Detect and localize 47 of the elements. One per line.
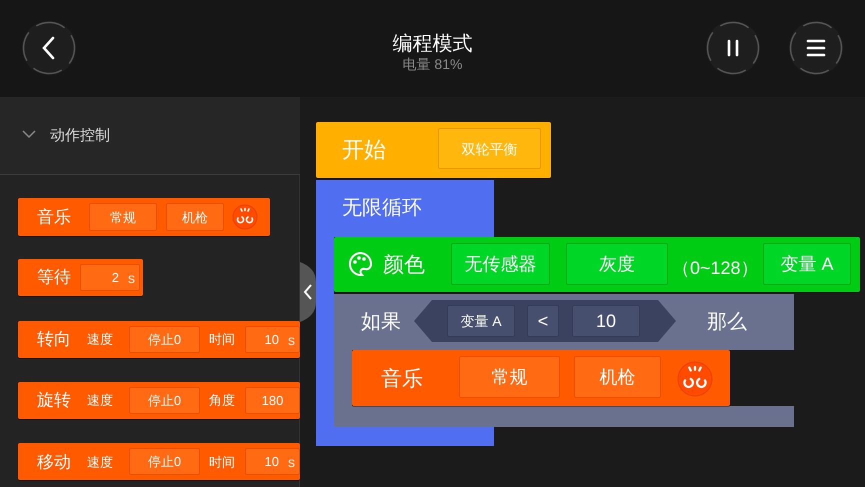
code-block xyxy=(18,198,270,236)
value-field: 常规 xyxy=(89,203,157,231)
parameter-label: 时间 xyxy=(209,332,235,346)
block-label: 音乐 xyxy=(37,208,71,226)
block-label: 如果 xyxy=(361,312,401,332)
category-title: 动作控制 xyxy=(50,126,110,145)
value-field: 灰度 xyxy=(566,243,668,285)
parameter-label: （0~128） xyxy=(672,259,759,277)
value-field: 无传感器 xyxy=(451,243,550,285)
code-block xyxy=(18,382,300,419)
value-field: 10 s xyxy=(245,326,300,353)
value-field: 变量 A xyxy=(447,305,515,337)
screen-title: 编程模式 xyxy=(392,32,474,57)
code-block xyxy=(18,443,300,480)
code-block xyxy=(334,237,860,292)
block-label: 无限循环 xyxy=(342,198,422,218)
block-label: 开始 xyxy=(342,139,386,161)
value-field: 机枪 xyxy=(166,203,224,231)
value-field: 机枪 xyxy=(574,356,661,398)
value-field: 10 xyxy=(572,305,640,337)
value-field: 双轮平衡 xyxy=(438,128,541,169)
block-label: 移动 xyxy=(37,454,71,470)
code-block xyxy=(18,259,143,296)
parameter-label: 速度 xyxy=(87,332,113,346)
value-field: 180 xyxy=(245,387,300,414)
value-field: 常规 xyxy=(459,356,560,398)
value-field: 停止0 xyxy=(129,387,200,414)
battery-status: 电量 81% xyxy=(402,56,464,74)
value-field: 变量 A xyxy=(763,243,851,285)
value-field: < xyxy=(527,305,559,337)
code-block xyxy=(352,350,730,406)
value-field: 停止0 xyxy=(129,326,200,353)
block-label: 转向 xyxy=(37,330,71,348)
code-block xyxy=(18,321,300,358)
parameter-label: 时间 xyxy=(209,456,235,468)
parameter-label: 那么 xyxy=(707,312,747,332)
parameter-label: 角度 xyxy=(209,394,235,406)
block-label: 颜色 xyxy=(383,254,425,276)
value-field: 停止0 xyxy=(129,448,200,475)
value-field: 2 s xyxy=(80,264,140,291)
block-label: 旋转 xyxy=(37,392,71,408)
value-field: 10 s xyxy=(245,448,300,475)
code-block xyxy=(316,122,551,178)
parameter-label: 速度 xyxy=(87,394,113,406)
block-label: 音乐 xyxy=(381,368,423,390)
block-label: 等待 xyxy=(37,268,71,286)
parameter-label: 速度 xyxy=(87,456,113,468)
